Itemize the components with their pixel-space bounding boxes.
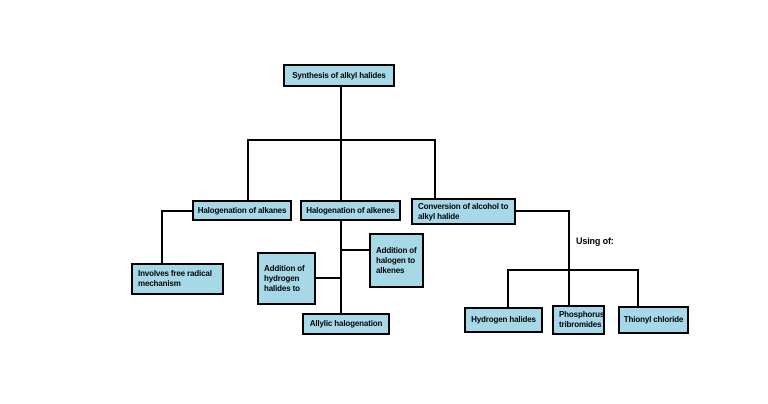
edge-drop-halogenation-alkenes <box>340 139 342 200</box>
edge-drop-phosphorus-tribromides <box>568 269 570 305</box>
edge-alcohol-right-horizontal <box>516 210 570 212</box>
node-halogenation-of-alkanes: Halogenation of alkanes <box>192 200 292 221</box>
node-involves-free-radical-mechanism: Involves free radical mechanism <box>131 263 224 295</box>
edge-using-of-bar <box>507 269 639 271</box>
edge-to-addition-hydrogen-halides <box>316 277 341 279</box>
node-thionyl-chloride: Thionyl chloride <box>618 306 689 334</box>
node-synthesis-of-alkyl-halides: Synthesis of alkyl halides <box>283 64 395 87</box>
edge-alkenes-stem <box>340 221 342 313</box>
edge-root-stem <box>340 87 342 141</box>
edge-alkanes-elbow-vertical <box>161 210 163 263</box>
edge-drop-hydrogen-halides <box>507 269 509 307</box>
node-addition-of-halogen-to-alkenes: Addition of halogen to alkenes <box>369 233 424 288</box>
node-conversion-of-alcohol-to-alkyl-halide: Conversion of alcohol to alkyl halide <box>411 198 516 225</box>
edge-drop-conversion-alcohol <box>434 139 436 198</box>
node-addition-of-hydrogen-halides: Addition of hydrogen halides to <box>257 252 316 305</box>
edge-drop-halogenation-alkanes <box>247 139 249 200</box>
edge-alkanes-elbow-horizontal <box>161 210 192 212</box>
node-hydrogen-halides: Hydrogen halides <box>464 307 543 333</box>
edge-using-of-stem <box>568 210 570 271</box>
node-phosphorus-tribromides: Phosphorus tribromides <box>552 305 605 335</box>
node-halogenation-of-alkenes: Halogenation of alkenes <box>300 200 401 221</box>
edge-to-addition-halogen <box>341 249 369 251</box>
using-of-label: Using of: <box>576 236 614 246</box>
node-allylic-halogenation: Allylic halogenation <box>302 313 390 335</box>
edge-drop-thionyl-chloride <box>637 269 639 306</box>
